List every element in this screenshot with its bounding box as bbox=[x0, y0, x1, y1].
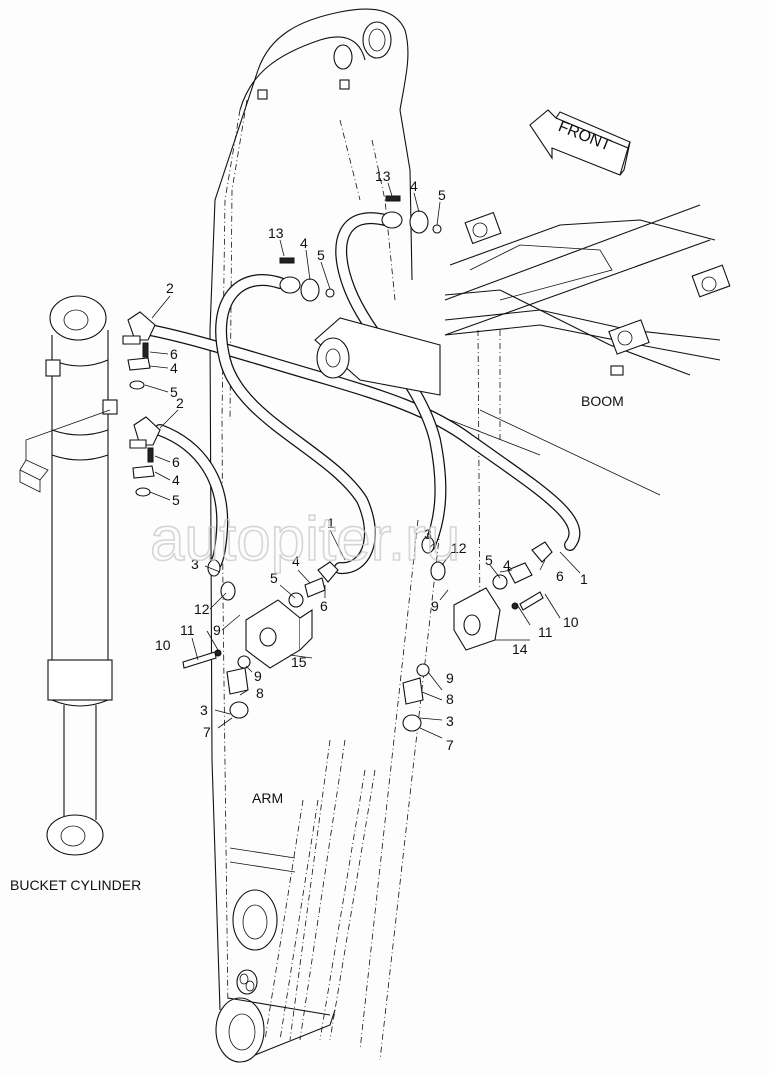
callout-9: 9 bbox=[213, 622, 221, 638]
arm-structure: ARM bbox=[209, 8, 441, 1063]
callout-7: 7 bbox=[203, 724, 211, 740]
callout-10: 10 bbox=[563, 614, 579, 630]
callout-6: 6 bbox=[172, 454, 180, 470]
callout-4: 4 bbox=[503, 557, 511, 573]
boom-structure: FRONT BOOM bbox=[444, 109, 731, 621]
leader-lines bbox=[144, 182, 581, 739]
callout-6: 6 bbox=[320, 598, 328, 614]
callout-5: 5 bbox=[270, 570, 278, 586]
callout-11: 11 bbox=[538, 624, 553, 640]
watermark: autopiter.ru bbox=[150, 505, 460, 574]
callout-3: 3 bbox=[200, 702, 208, 718]
callout-4: 4 bbox=[292, 553, 300, 569]
pipe-clamp bbox=[691, 264, 731, 298]
bucket-cylinder: BUCKET CYLINDER bbox=[10, 295, 141, 893]
callout-8: 8 bbox=[256, 685, 264, 701]
callout-12: 12 bbox=[194, 601, 210, 617]
callout-11: 11 bbox=[180, 622, 195, 638]
fittings bbox=[122, 195, 553, 732]
callout-8: 8 bbox=[446, 691, 454, 707]
callout-13: 13 bbox=[375, 168, 391, 184]
callout-6: 6 bbox=[170, 346, 178, 362]
callout-5: 5 bbox=[317, 247, 325, 263]
callout-5: 5 bbox=[485, 552, 493, 568]
callout-6: 6 bbox=[556, 568, 564, 584]
callout-3: 3 bbox=[191, 556, 199, 572]
pipe-clamp bbox=[464, 211, 502, 245]
arm-label: ARM bbox=[252, 790, 283, 806]
callout-2: 2 bbox=[176, 395, 184, 411]
boom-label: BOOM bbox=[581, 393, 624, 409]
callout-3: 3 bbox=[424, 526, 432, 542]
callout-15: 15 bbox=[291, 654, 307, 670]
bucket-cylinder-label: BUCKET CYLINDER bbox=[10, 877, 141, 893]
callout-4: 4 bbox=[170, 360, 178, 376]
callout-10: 10 bbox=[155, 637, 171, 653]
callout-9: 9 bbox=[431, 598, 439, 614]
callout-1: 1 bbox=[327, 515, 335, 531]
callout-4: 4 bbox=[410, 178, 418, 194]
callout-14: 14 bbox=[512, 641, 528, 657]
callout-9: 9 bbox=[446, 670, 454, 686]
callout-4: 4 bbox=[300, 235, 308, 251]
callout-4: 4 bbox=[172, 472, 180, 488]
callout-13: 13 bbox=[268, 225, 284, 241]
pipe-clamp bbox=[608, 319, 650, 376]
callout-12: 12 bbox=[451, 540, 467, 556]
callout-5: 5 bbox=[170, 384, 178, 400]
callout-numbers: 13 4 5 13 4 5 2 6 4 5 2 6 4 5 1 4 5 6 3 … bbox=[155, 168, 588, 753]
callout-3: 3 bbox=[446, 713, 454, 729]
callout-7: 7 bbox=[446, 737, 454, 753]
callout-5: 5 bbox=[438, 187, 446, 203]
callout-2: 2 bbox=[166, 280, 174, 296]
callout-1: 1 bbox=[580, 571, 588, 587]
front-arrow: FRONT bbox=[529, 109, 631, 176]
callout-5: 5 bbox=[172, 492, 180, 508]
callout-9: 9 bbox=[254, 668, 262, 684]
